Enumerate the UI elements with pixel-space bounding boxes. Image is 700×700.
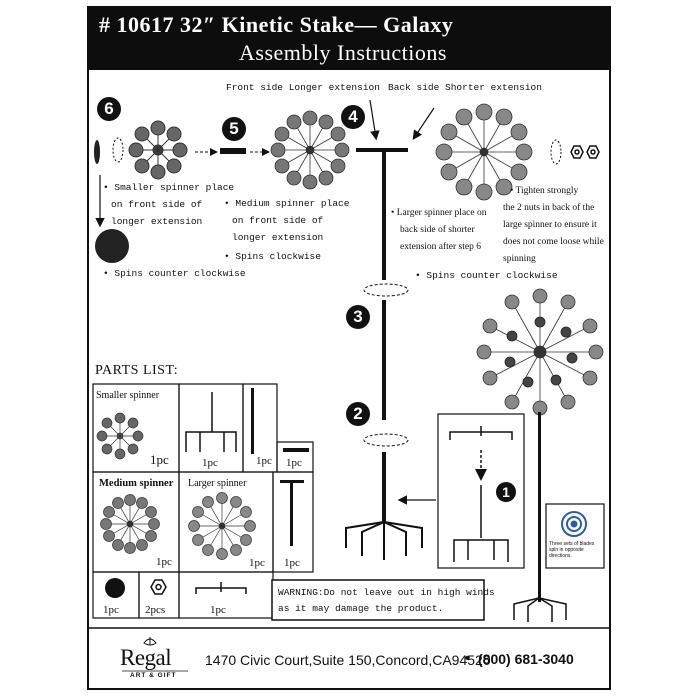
front-side-label: Front side Longer extension: [226, 82, 380, 93]
parts-bracket-icon: [195, 582, 247, 594]
parts-larger-spinner-icon: [188, 492, 256, 560]
parts-ball-icon: [105, 578, 125, 598]
note-tighten-3: large spinner to ensure it: [503, 220, 597, 230]
step-3-badge: 3: [346, 305, 370, 329]
qty-bracket: 1pc: [210, 604, 226, 616]
middle-pole-icon: [382, 300, 386, 420]
step-2-badge: 2: [346, 402, 370, 426]
parts-medium-spinner-label: Medium spinner: [99, 478, 174, 489]
stake-base-icon: [345, 521, 423, 560]
note-medium-3: longer extension: [232, 232, 324, 243]
parts-tbar-icon: [280, 480, 304, 546]
step-1-badge: 1: [496, 482, 516, 502]
note-ccw-left: • Spins counter clockwise: [103, 268, 246, 279]
note-ccw-right: • Spins counter clockwise: [415, 270, 558, 281]
parts-list-title: PARTS LIST:: [95, 363, 179, 378]
back-side-label: Back side Shorter extension: [388, 82, 542, 93]
blades-note: Three sets of blades spin in opposite di…: [549, 541, 595, 559]
qty-pole: 1pc: [256, 455, 272, 467]
assembly-title: Assembly Instructions: [239, 40, 447, 65]
footer-phone: (800) 681-3040: [478, 651, 574, 667]
footer-bullet: •: [465, 650, 471, 667]
small-disc-icon: [94, 140, 100, 164]
upper-pole-icon: [382, 148, 386, 280]
parts-medium-spinner-icon: [100, 494, 160, 554]
parts-smaller-spinner-label: Smaller spinner: [96, 390, 160, 401]
note-medium-2: on front side of: [232, 215, 324, 226]
ball-icon: [95, 229, 129, 263]
qty-small: 1pc: [150, 452, 169, 467]
product-title: # 10617 32″ Kinetic Stake— Galaxy: [99, 12, 454, 37]
qty-ball: 1pc: [103, 604, 119, 616]
note-medium-1: • Medium spinner place: [224, 198, 350, 209]
nuts-icon: [570, 145, 600, 159]
assembled-stake-icon: [476, 288, 604, 622]
parts-pole-icon: [251, 388, 254, 454]
note-smaller-2: on front side of: [111, 199, 203, 210]
qty-bar: 1pc: [286, 457, 302, 469]
qty-stake: 1pc: [202, 457, 218, 469]
step-4-badge: 4: [341, 105, 365, 129]
parts-nut-icon: [150, 579, 167, 595]
rotation-spiral-icon: [561, 511, 587, 537]
qty-medium: 1pc: [156, 556, 172, 568]
regal-logo: Regal ART & GIFT: [118, 635, 192, 681]
parts-stake-icon: [185, 392, 237, 452]
note-larger-3: extension after step 6: [400, 242, 481, 252]
warning-text: WARNING:Do not leave out in high winds a…: [278, 587, 495, 614]
parts-larger-spinner-label: Larger spinner: [188, 478, 247, 489]
note-tighten-1: • Tighten strongly: [510, 186, 579, 196]
large-spinner-icon: [435, 103, 533, 201]
note-larger-2: back side of shorter: [400, 225, 475, 235]
warning-box: [271, 579, 485, 621]
parts-grid: [92, 383, 314, 619]
note-smaller-3: longer extension: [111, 216, 203, 227]
note-tighten-4: does not come loose while: [503, 237, 604, 247]
note-tighten-5: spinning: [503, 254, 536, 264]
qty-larger: 1pc: [249, 557, 265, 569]
note-smaller-1: • Smaller spinner place: [103, 182, 235, 193]
parts-small-spinner-icon: [96, 412, 144, 460]
short-bar-icon: [220, 148, 246, 154]
note-tighten-2: the 2 nuts in back of the: [503, 203, 595, 213]
parts-bar-icon: [283, 448, 309, 452]
step-5-badge: 5: [222, 117, 246, 141]
qty-nuts: 2pcs: [145, 604, 166, 616]
medium-spinner-icon: [270, 110, 350, 190]
note-larger-1: • Larger spinner place on: [391, 208, 487, 218]
footer-address: 1470 Civic Court,Suite 150,Concord,CA945…: [205, 652, 491, 668]
note-medium-4: • Spins clockwise: [224, 251, 321, 262]
small-spinner-icon: [128, 120, 188, 180]
lower-pole-icon: [382, 452, 386, 522]
qty-tbar: 1pc: [284, 557, 300, 569]
header-bar: # 10617 32″ Kinetic Stake— Galaxy Assemb…: [87, 6, 611, 70]
step-6-badge: 6: [97, 97, 121, 121]
